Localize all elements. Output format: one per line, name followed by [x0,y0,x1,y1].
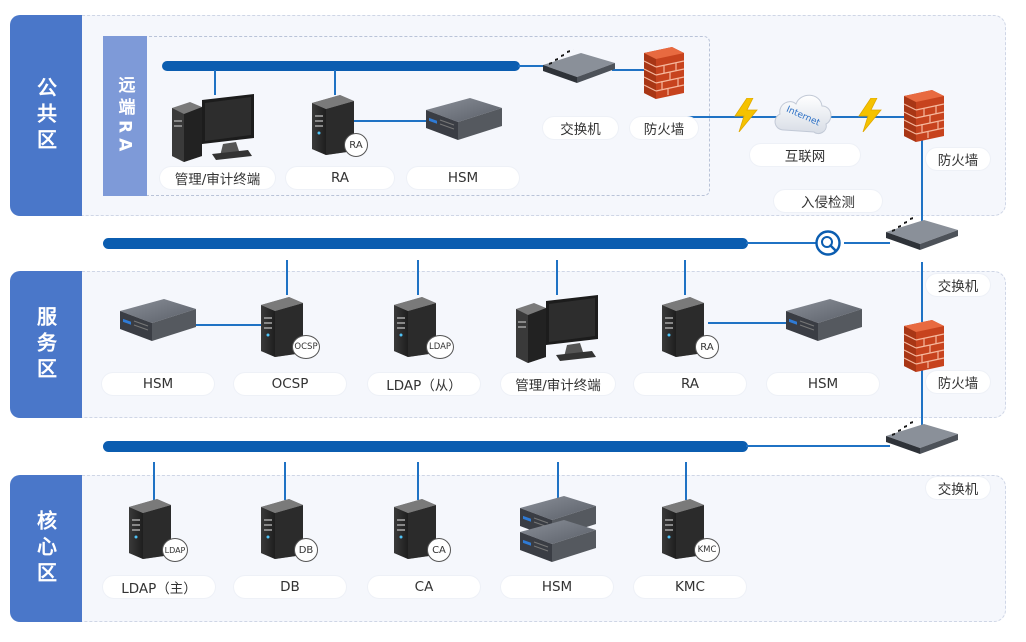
ocsp-badge: OCSP [292,335,320,359]
public-zone-tab: 公共区 [10,15,82,216]
link-svc-hsm-ocsp [195,324,261,326]
public-switch-label: 交换机 [543,117,618,139]
db-badge: DB [294,538,318,562]
public-zone-label: 公共区 [33,76,58,155]
ra-badge: RA [344,133,368,157]
core-item-label: HSM [501,576,613,598]
core-bus [103,441,748,452]
rack-server-icon [118,297,198,343]
link-svc-terminal [556,260,558,295]
right-firewall2-label: 防火墙 [926,371,990,393]
core-zone-label: 核心区 [33,509,58,588]
service-item-label: HSM [102,373,214,395]
link-svc-ra [684,260,686,295]
core-item-label: DB [234,576,346,598]
right-firewall-label: 防火墙 [926,148,990,170]
right-switch1-label: 交换机 [926,274,990,296]
link-core-hsm [557,462,559,500]
network-switch-icon [884,420,960,458]
link-firewall-internet [682,116,778,118]
desktop-pc-icon [168,92,260,162]
firewall-icon [902,318,946,372]
link-firewall-switch1 [921,140,923,230]
ra-badge: RA [695,335,719,359]
service-zone-label: 服务区 [33,305,58,384]
internet-cloud-icon: Internet [770,84,836,140]
service-item-label: HSM [767,373,879,395]
firewall-icon [642,45,686,99]
rack-server-icon [784,297,864,343]
link-switch-firewall [612,69,648,71]
link-svc-ra-hsm [708,322,788,324]
service-item-label: OCSP [234,373,346,395]
link-core-kmc [685,462,687,500]
public-internet-label: 互联网 [750,144,860,166]
link-switch1-firewall2 [921,262,923,322]
link-svc-ldap [417,260,419,295]
link-core-ldap [153,462,155,500]
service-item-label: 管理/审计终端 [501,373,615,395]
link-ra-hsm [352,120,430,122]
core-item-label: CA [368,576,480,598]
desktop-pc-icon [512,293,604,363]
link-ra [334,70,336,95]
remote-bus [162,61,520,71]
link-terminal [214,70,216,95]
ldap-badge: LDAP [426,335,454,359]
firewall-icon [902,88,946,142]
public-firewall-label: 防火墙 [630,117,698,139]
core-zone-tab: 核心区 [10,475,82,622]
ca-badge: CA [427,538,451,562]
ldap-badge: LDAP [162,538,188,562]
magnifier-icon [815,230,845,258]
right-switch2-label: 交换机 [926,477,990,499]
ids-label: 入侵检测 [774,190,882,212]
service-zone [10,271,1006,418]
service-zone-tab: 服务区 [10,271,82,418]
kmc-badge: KMC [694,538,720,562]
remote-ra-tab: 远端RA [103,36,147,196]
public-hsm-label: HSM [407,167,519,189]
link-corebus-switch2 [746,445,890,447]
link-core-ca [417,462,419,500]
link-svc-ocsp [286,260,288,295]
link-ids-switch1 [844,242,890,244]
link-bus-switch [518,65,548,67]
lightning-icon [733,98,759,132]
service-item-label: LDAP（从） [368,373,480,395]
service-bus [103,238,748,249]
public-ra-label: RA [286,167,394,189]
network-switch-icon [541,49,617,87]
rack-server-icon [518,518,598,564]
lightning-icon [857,98,883,132]
core-item-label: KMC [634,576,746,598]
network-switch-icon [884,216,960,254]
remote-ra-label: 远端RA [114,75,135,157]
public-terminal-label: 管理/审计终端 [160,167,275,189]
link-servicebus-ids [746,242,816,244]
service-item-label: RA [634,373,746,395]
link-core-db [284,462,286,500]
rack-server-icon [424,96,504,142]
link-firewall2-switch2 [921,370,923,425]
core-item-label: LDAP（主） [103,576,215,598]
